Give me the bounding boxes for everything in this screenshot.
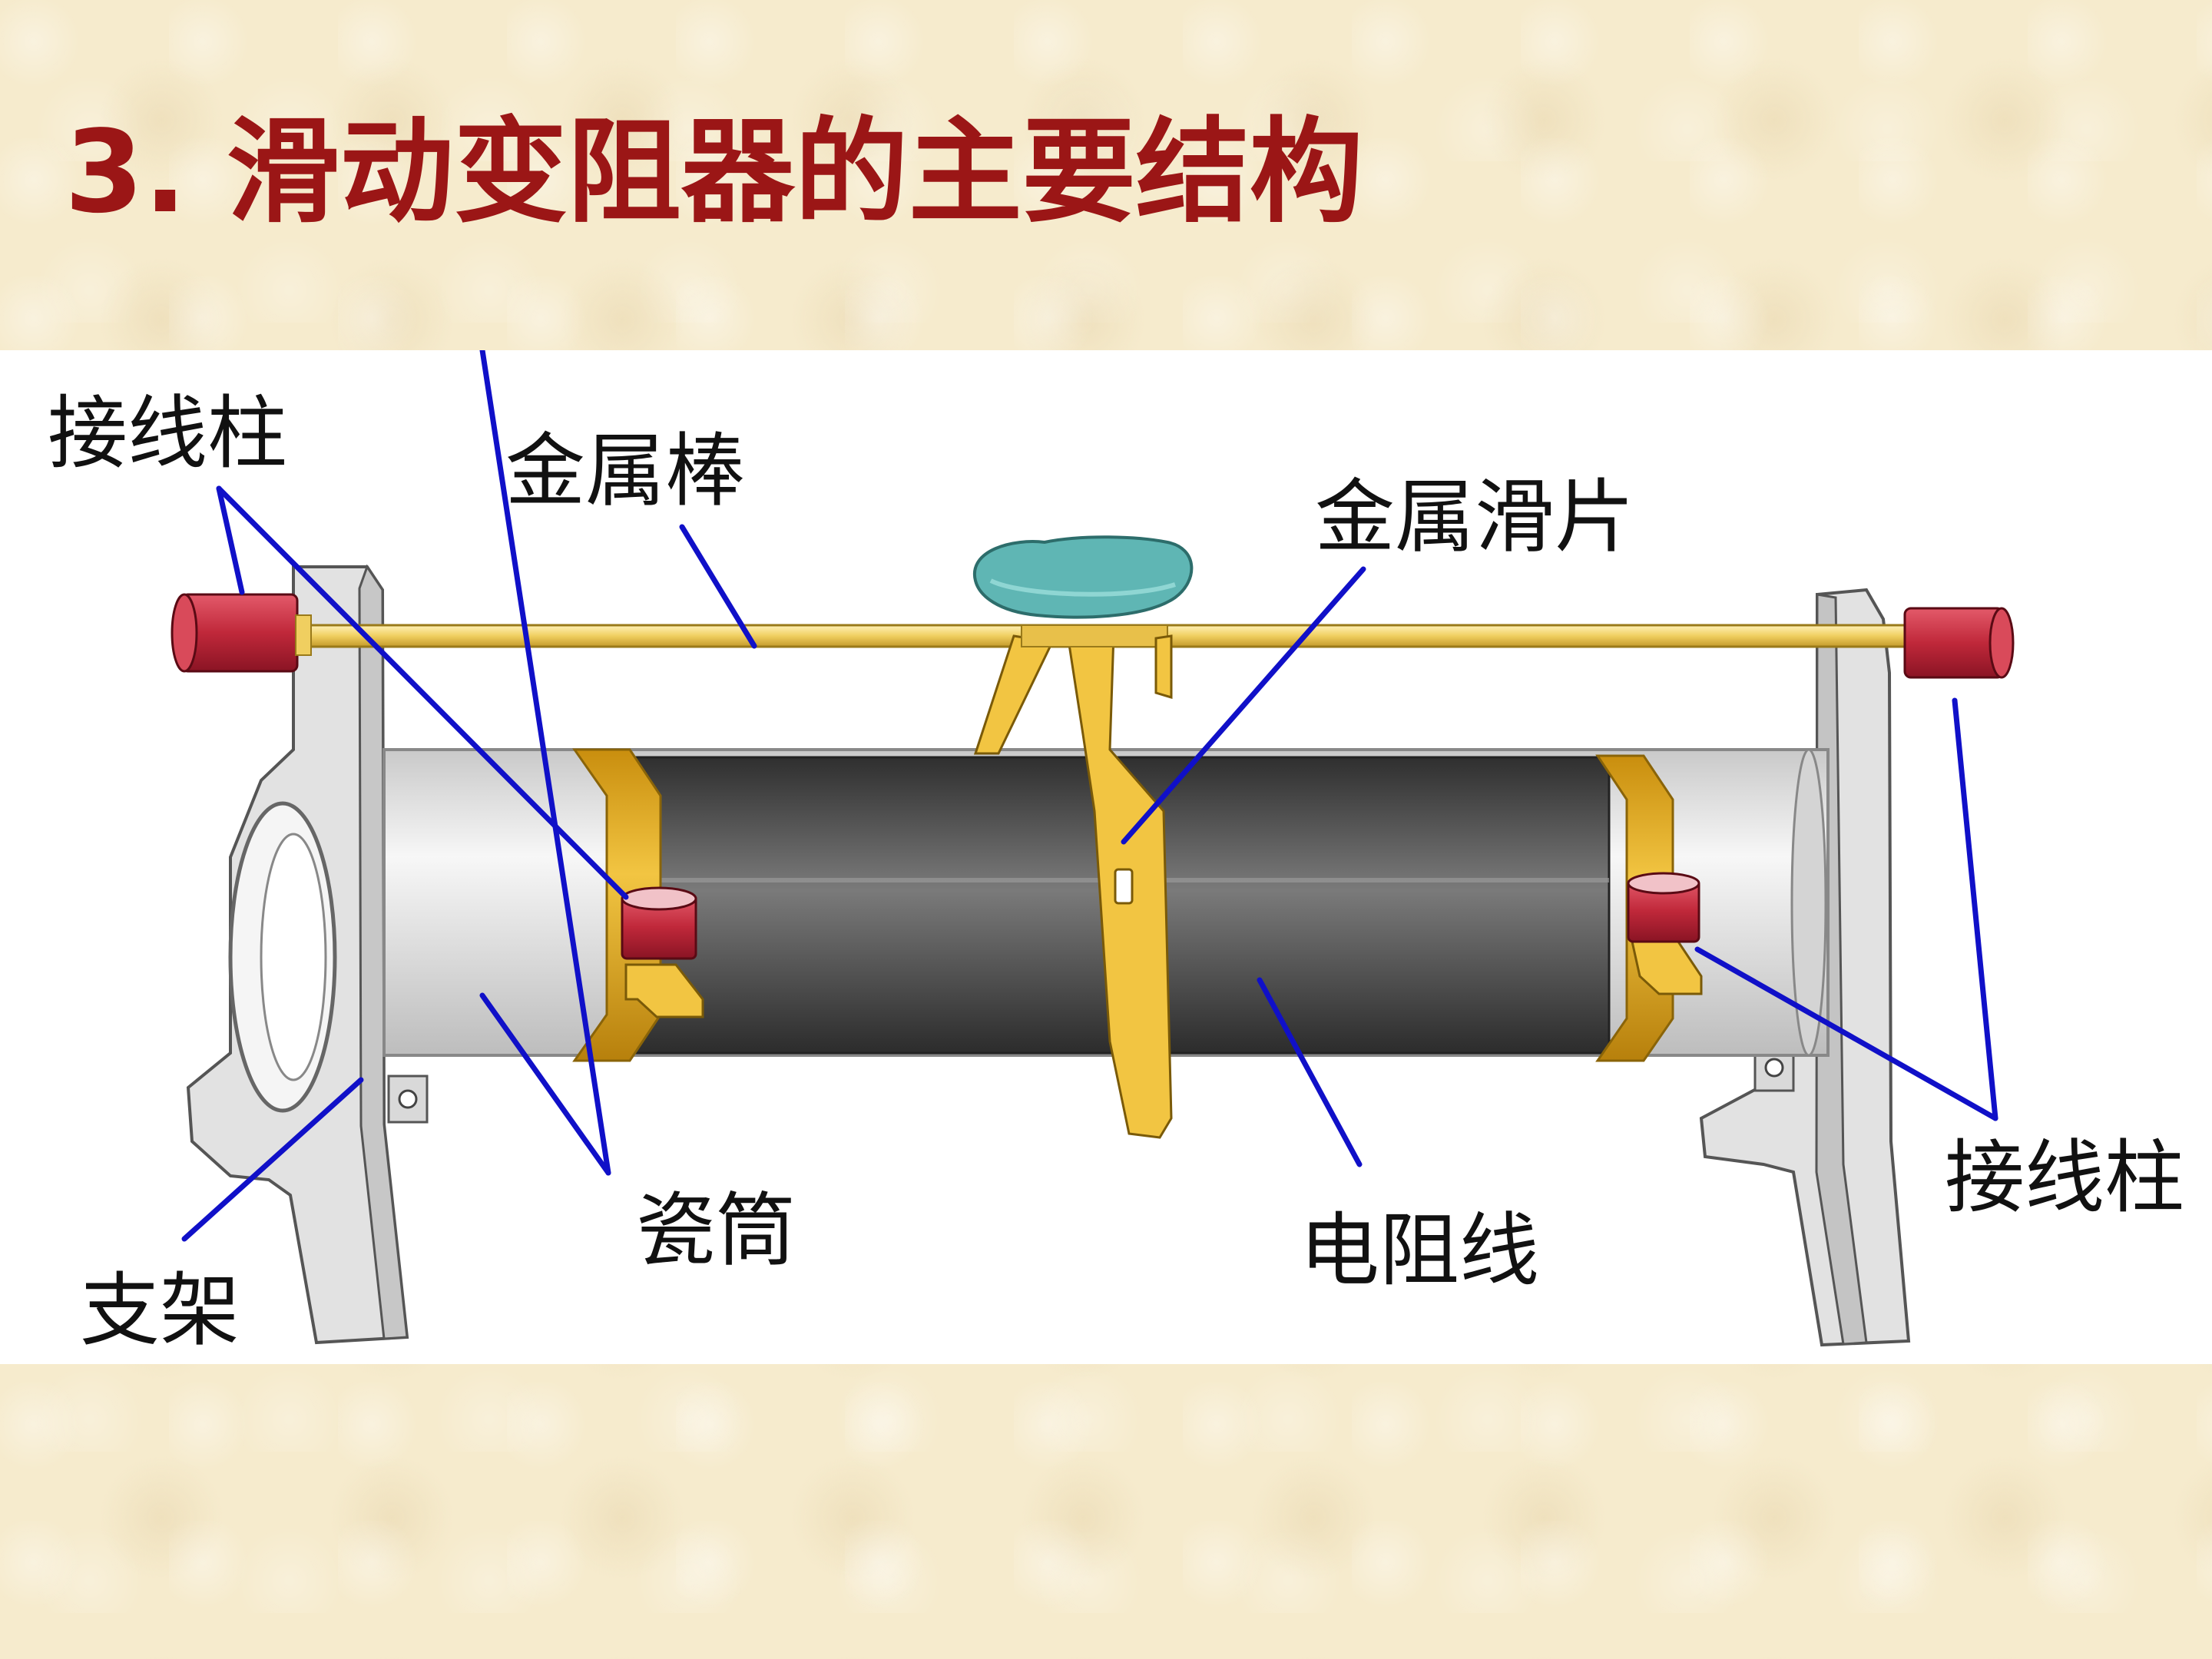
terminal-rod-right [1903,607,2015,679]
leader-lines [181,350,1998,1242]
rheostat-diagram: 接线柱 金属棒 金属滑片 接线柱 瓷筒 电阻线 支架 [0,350,2212,1364]
label-ceramic-tube: 瓷筒 [636,1184,796,1277]
left-bracket [186,564,429,1345]
slide-title: 3. 滑动变阻器的主要结构 [65,106,1363,238]
label-bracket: 支架 [80,1263,240,1357]
label-terminal-left: 接线柱 [48,386,288,480]
terminal-rod-left [171,593,312,673]
terminal-wire-right [1627,872,1700,943]
label-resistance-wire: 电阻线 [1300,1204,1540,1297]
metal-slider [972,535,1194,1139]
terminal-wire-left [621,886,697,960]
label-metal-slider: 金属滑片 [1315,470,1635,564]
left-terminal-clip [624,963,704,1018]
label-terminal-right: 接线柱 [1945,1131,2185,1224]
label-metal-rod: 金属棒 [505,424,746,518]
